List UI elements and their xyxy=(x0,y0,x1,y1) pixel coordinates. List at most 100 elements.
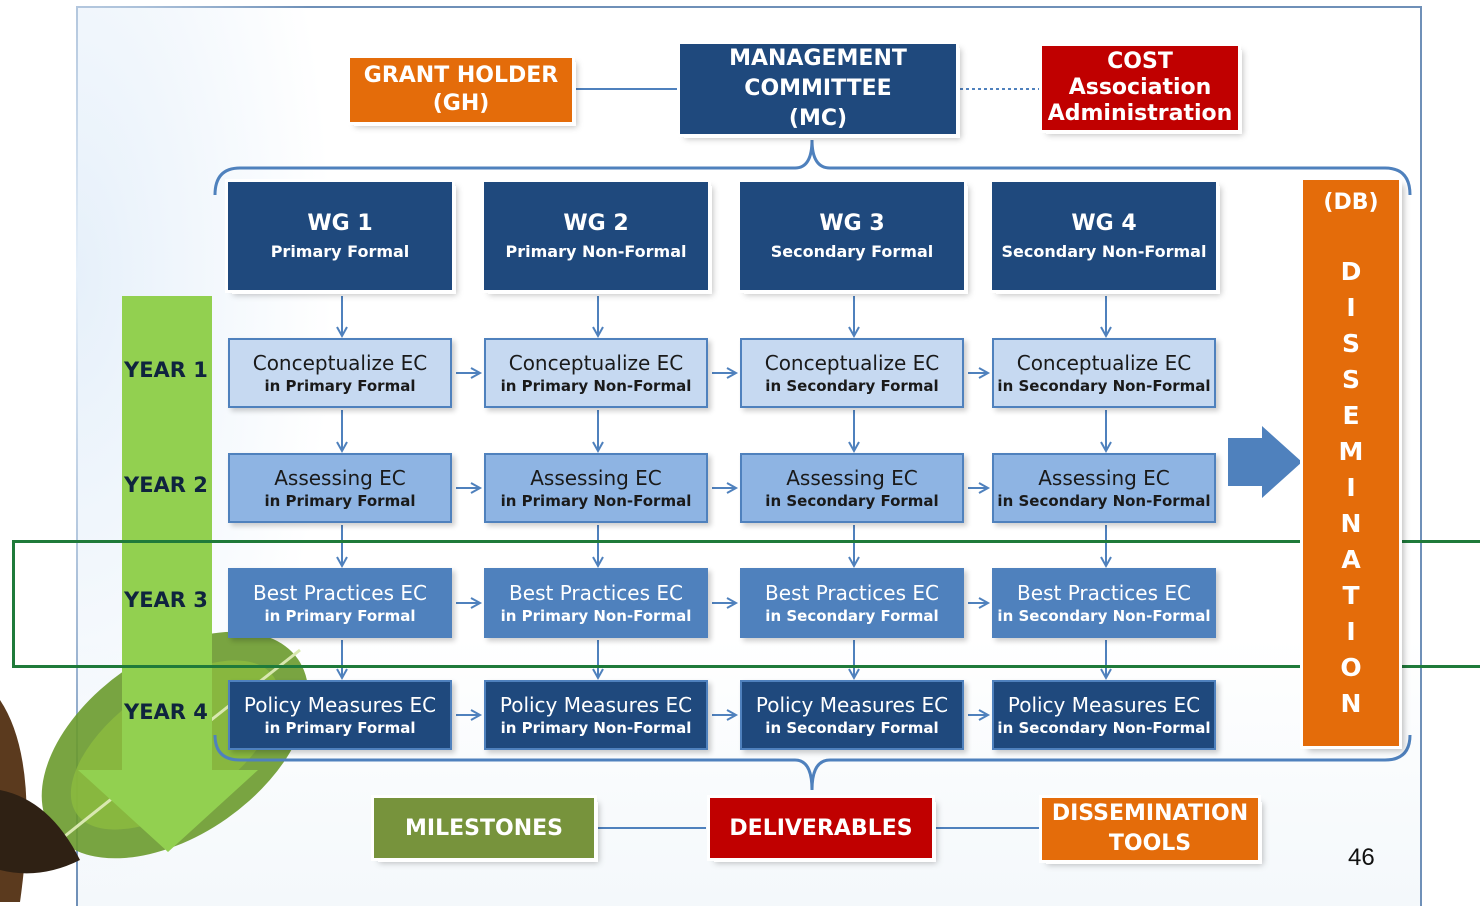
flow-arrowhead xyxy=(978,709,991,721)
ec-box-y4-wg2: Policy Measures EC in Primary Non-Formal xyxy=(484,680,708,750)
year-label-1: YEAR 1 xyxy=(124,358,208,382)
ec-box-y1-wg1: Conceptualize EC in Primary Formal xyxy=(228,338,452,408)
ec-box-y3-wg3: Best Practices EC in Secondary Formal xyxy=(740,568,964,638)
flow-arrowhead xyxy=(470,367,483,379)
ec-scope: in Secondary Non-Formal xyxy=(997,607,1211,625)
ec-scope: in Primary Formal xyxy=(264,607,416,625)
flow-arrowhead xyxy=(726,597,739,609)
flow-arrowhead xyxy=(978,367,991,379)
tools-line1: DISSEMINATION xyxy=(1051,801,1249,826)
dissemination-letter: S xyxy=(1341,329,1360,358)
ec-box-y4-wg4: Policy Measures EC in Secondary Non-Form… xyxy=(992,680,1216,750)
flow-arrowhead xyxy=(1100,326,1112,339)
ec-title: Policy Measures EC xyxy=(1007,693,1201,717)
cost-admin-box: COST Association Administration xyxy=(1039,43,1241,133)
mc-line3: (MC) xyxy=(788,106,848,131)
ec-box-y2-wg1: Assessing EC in Primary Formal xyxy=(228,453,452,523)
ec-title: Conceptualize EC xyxy=(1016,351,1192,375)
flow-arrowhead xyxy=(470,597,483,609)
tools-line2: TOOLS xyxy=(1108,831,1192,856)
dissemination-letter: I xyxy=(1346,617,1356,646)
dissemination-letter: N xyxy=(1340,689,1362,718)
ec-title: Policy Measures EC xyxy=(499,693,693,717)
flow-arrowhead xyxy=(336,326,348,339)
dissemination-letter: M xyxy=(1338,437,1364,466)
flow-arrowhead xyxy=(1100,556,1112,569)
dissemination-letter: S xyxy=(1341,365,1360,394)
flow-arrowhead xyxy=(470,482,483,494)
wg-subtitle: Secondary Non-Formal xyxy=(1001,242,1207,261)
ec-scope: in Secondary Non-Formal xyxy=(997,377,1211,395)
wg-subtitle: Primary Non-Formal xyxy=(505,242,687,261)
wg-subtitle: Secondary Formal xyxy=(770,242,934,261)
ec-scope: in Secondary Non-Formal xyxy=(997,719,1211,737)
dissemination-tools-box: DISSEMINATION TOOLS xyxy=(1039,795,1261,863)
ec-scope: in Primary Non-Formal xyxy=(500,492,692,510)
dissemination-letter: D xyxy=(1340,257,1362,286)
ec-box-y1-wg2: Conceptualize EC in Primary Non-Formal xyxy=(484,338,708,408)
ec-box-y3-wg4: Best Practices EC in Secondary Non-Forma… xyxy=(992,568,1216,638)
wg-box-2: WG 2 Primary Non-Formal xyxy=(481,179,711,293)
flow-arrowhead xyxy=(336,668,348,681)
ec-scope: in Primary Formal xyxy=(264,719,416,737)
flow-arrowhead xyxy=(726,482,739,494)
ec-scope: in Primary Formal xyxy=(264,377,416,395)
ec-scope: in Secondary Formal xyxy=(765,492,939,510)
ec-title: Assessing EC xyxy=(786,466,918,490)
ec-title: Conceptualize EC xyxy=(764,351,940,375)
wg-title: WG 3 xyxy=(819,211,885,236)
dissemination-letter: O xyxy=(1340,653,1362,682)
ec-box-y1-wg3: Conceptualize EC in Secondary Formal xyxy=(740,338,964,408)
wg-box-3: WG 3 Secondary Formal xyxy=(737,179,967,293)
wg-title: WG 1 xyxy=(307,211,373,236)
milestones-label: MILESTONES xyxy=(405,815,563,841)
flow-arrowhead xyxy=(726,709,739,721)
flow-arrowhead xyxy=(336,441,348,454)
ec-box-y2-wg4: Assessing EC in Secondary Non-Formal xyxy=(992,453,1216,523)
ec-box-y2-wg3: Assessing EC in Secondary Formal xyxy=(740,453,964,523)
flow-arrowhead xyxy=(848,556,860,569)
ec-scope: in Primary Non-Formal xyxy=(500,377,692,395)
year-label-2: YEAR 2 xyxy=(124,473,208,497)
flow-arrowhead xyxy=(1100,441,1112,454)
ec-title: Policy Measures EC xyxy=(243,693,437,717)
ec-title: Best Practices EC xyxy=(765,581,939,605)
to-dissemination-arrow xyxy=(1228,426,1302,498)
cost-line1: COST xyxy=(1107,49,1173,74)
wg-subtitle: Primary Formal xyxy=(270,242,410,261)
ec-title: Best Practices EC xyxy=(253,581,427,605)
ec-box-y4-wg1: Policy Measures EC in Primary Formal xyxy=(228,680,452,750)
ec-title: Conceptualize EC xyxy=(508,351,684,375)
cost-line2: Association xyxy=(1068,75,1212,100)
flow-arrowhead xyxy=(592,441,604,454)
flow-arrowhead xyxy=(978,482,991,494)
ec-scope: in Secondary Formal xyxy=(765,377,939,395)
dissemination-letter: E xyxy=(1342,401,1360,430)
ec-scope: in Primary Non-Formal xyxy=(500,719,692,737)
flow-arrowhead xyxy=(336,556,348,569)
deliverables-box: DELIVERABLES xyxy=(707,795,935,861)
flow-arrowhead xyxy=(592,668,604,681)
wg-box-4: WG 4 Secondary Non-Formal xyxy=(989,179,1219,293)
dissemination-letter: A xyxy=(1341,545,1361,574)
flow-arrowhead xyxy=(592,556,604,569)
milestones-box: MILESTONES xyxy=(371,795,597,861)
flow-arrowhead xyxy=(848,326,860,339)
dissemination-letter: N xyxy=(1340,509,1362,538)
ec-title: Policy Measures EC xyxy=(755,693,949,717)
wg-title: WG 4 xyxy=(1071,211,1137,236)
flow-arrowhead xyxy=(848,441,860,454)
year-label-4: YEAR 4 xyxy=(124,700,208,724)
dissemination-label: (DB) xyxy=(1323,190,1379,215)
ec-scope: in Primary Non-Formal xyxy=(500,607,692,625)
flow-arrowhead xyxy=(470,709,483,721)
ec-title: Best Practices EC xyxy=(509,581,683,605)
ec-box-y2-wg2: Assessing EC in Primary Non-Formal xyxy=(484,453,708,523)
grant-holder-line1: GRANT HOLDER xyxy=(363,63,559,88)
flow-arrowhead xyxy=(848,668,860,681)
flow-arrowhead xyxy=(1100,668,1112,681)
ec-box-y3-wg1: Best Practices EC in Primary Formal xyxy=(228,568,452,638)
ec-title: Best Practices EC xyxy=(1017,581,1191,605)
